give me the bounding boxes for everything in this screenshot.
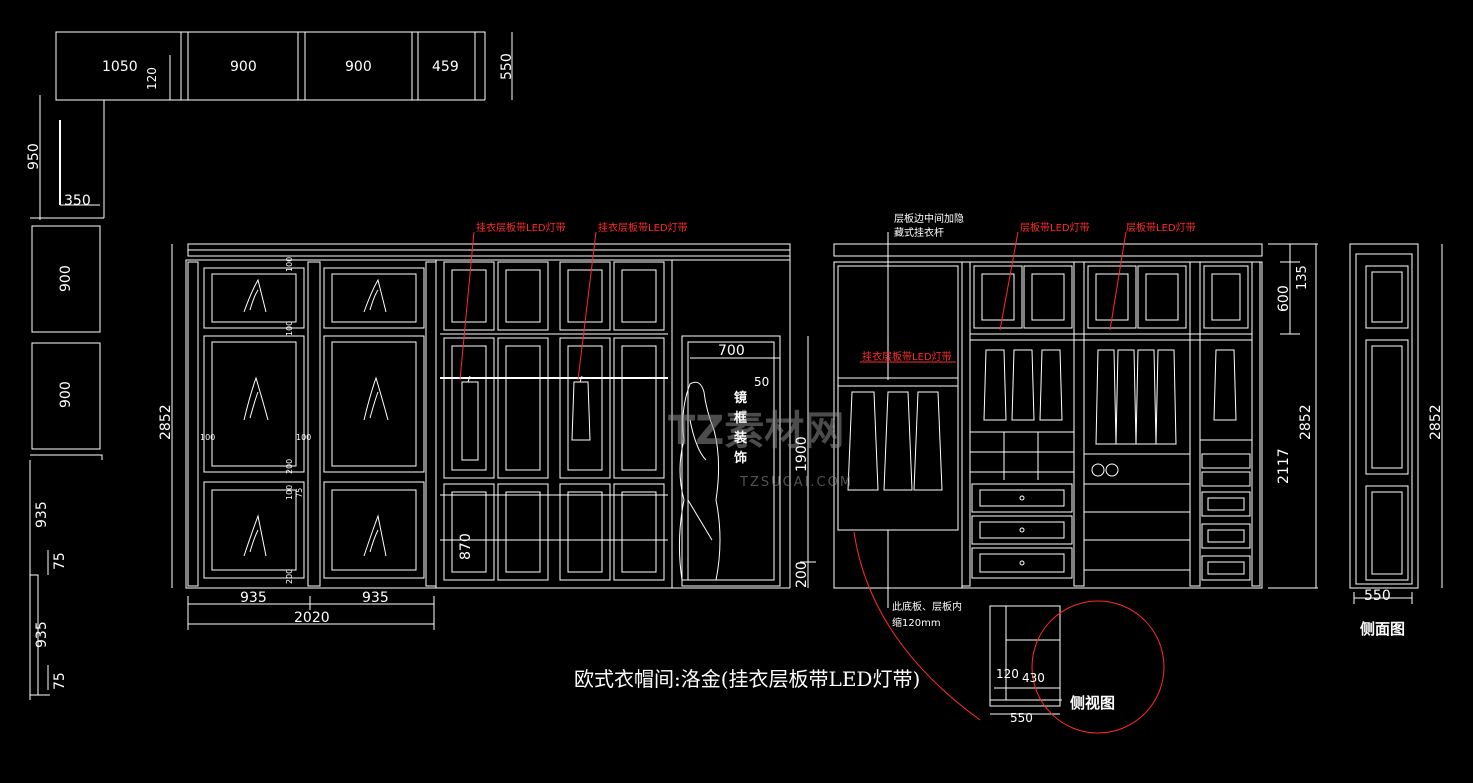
mirror-note-1: 镜 — [734, 390, 747, 406]
plan-dim-900d: 900 — [58, 381, 74, 408]
elev2-top: 135 — [1295, 265, 1310, 290]
elev1-mirror-width: 700 — [718, 343, 745, 359]
elev1-mirror-gap: 50 — [754, 375, 769, 389]
side-height: 2852 — [1428, 404, 1444, 440]
plan-dim-459: 459 — [432, 59, 459, 75]
led-note-1: 挂衣层板带LED灯带 — [476, 221, 566, 234]
elev1-total: 2020 — [294, 610, 330, 626]
side-view-label: 侧视图 — [1070, 694, 1115, 712]
plan-dim-935b: 935 — [34, 621, 50, 648]
elev2-height: 2852 — [1298, 404, 1314, 440]
led-note-3: 层板带LED灯带 — [1020, 221, 1090, 234]
note-shelf-a: 此底板、层板内 — [892, 600, 962, 613]
plan-dim-935a: 935 — [34, 501, 50, 528]
note-hidden-rod-a: 层板边中间加隐 — [894, 212, 964, 225]
note-hidden-rod-b: 藏式挂衣杆 — [894, 226, 944, 239]
elev1-inner: 870 — [458, 533, 474, 560]
plan-dim-75a: 75 — [52, 552, 68, 570]
side-detail — [989, 605, 1062, 715]
elev2-middle: 2117 — [1276, 448, 1292, 484]
elev1-small-h: 200 — [285, 569, 294, 584]
elev1-small-c: 100 — [285, 257, 294, 272]
elev1-small-g: 75 — [295, 488, 304, 498]
detail-dim-550: 550 — [1010, 711, 1033, 725]
mirror-note-3: 装 — [733, 430, 747, 446]
led-note-4: 层板带LED灯带 — [1126, 221, 1196, 234]
plan-view — [29, 31, 513, 700]
plan-dim-1050: 1050 — [102, 59, 138, 75]
plan-dim-350: 350 — [64, 193, 91, 209]
plan-dim-900a: 900 — [230, 59, 257, 75]
elev1-small-a: 100 — [200, 433, 215, 442]
plan-dim-900c: 900 — [58, 265, 74, 292]
elev2-upper: 600 — [1276, 285, 1292, 312]
elevation-two — [833, 232, 1318, 608]
side-section — [1349, 243, 1443, 604]
elev1-base: 200 — [794, 561, 810, 588]
elev1-mirror-height: 1900 — [794, 436, 810, 472]
watermark: TZ素材网 TZSUCAI.COM — [668, 408, 853, 490]
mirror-note-4: 饰 — [734, 450, 747, 466]
plan-dim-950: 950 — [26, 143, 42, 170]
note-shelf-b: 缩120mm — [892, 616, 941, 629]
drawing-title: 欧式衣帽间:洛金(挂衣层板带LED灯带) — [574, 667, 920, 691]
elevation-one — [171, 243, 816, 630]
watermark-url: TZSUCAI.COM — [739, 475, 853, 490]
led-note-5: 挂衣层板带LED灯带 — [862, 350, 952, 363]
mirror-note-2: 框 — [734, 410, 747, 426]
plan-dim-75b: 75 — [52, 672, 68, 690]
detail-dim-120: 120 — [996, 667, 1019, 681]
led-note-2: 挂衣层板带LED灯带 — [598, 221, 688, 234]
elev1-height: 2852 — [158, 404, 174, 440]
elev1-width-a: 935 — [240, 590, 267, 606]
plan-dim-900b: 900 — [345, 59, 372, 75]
plan-dim-550: 550 — [499, 53, 515, 80]
elev1-width-b: 935 — [362, 590, 389, 606]
plan-dim-120: 120 — [145, 67, 159, 90]
elev1-small-d: 100 — [285, 321, 294, 336]
detail-dim-430: 430 — [1022, 671, 1045, 685]
section-view-label: 侧面图 — [1360, 620, 1405, 638]
elev1-small-b: 100 — [296, 433, 311, 442]
elev1-small-f: 100 — [285, 485, 294, 500]
watermark-brand: TZ素材网 — [668, 408, 844, 454]
elev1-small-e: 200 — [285, 459, 294, 474]
side-width: 550 — [1364, 588, 1391, 604]
